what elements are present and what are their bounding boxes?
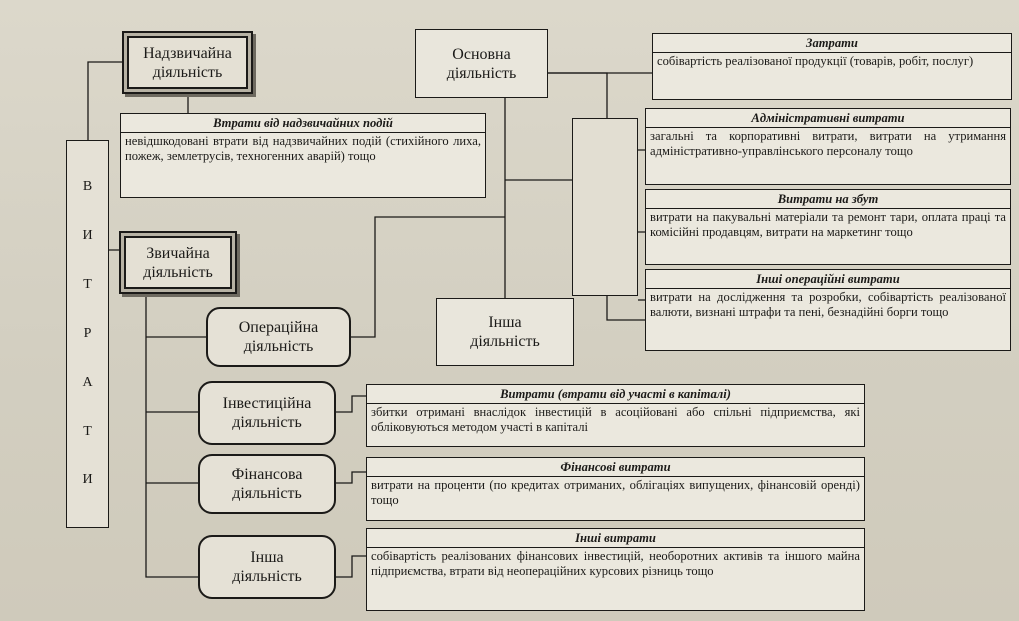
title-letter: И — [82, 472, 93, 488]
desc-title: Інші операційні витрати — [646, 270, 1010, 289]
desc-other-expenses: Інші витрати собівартість реалізованих ф… — [366, 528, 865, 611]
desc-text: невідшкодовані втрати від надзвичайних п… — [125, 134, 481, 163]
node-extraordinary-activity: Надзвичайна діяльність — [122, 31, 253, 94]
node-ordinary-activity: Звичайна діяльність — [119, 231, 237, 294]
node-label: Інша діяльність — [470, 314, 540, 350]
desc-text: збитки отримані внаслідок інвестицій в а… — [371, 405, 860, 434]
desc-text: витрати на пакувальні матеріали та ремон… — [650, 210, 1006, 239]
connector-column — [572, 118, 638, 296]
desc-title: Витрати на збут — [646, 190, 1010, 209]
desc-title: Адміністративні витрати — [646, 109, 1010, 128]
desc-title: Втрати від надзвичайних подій — [121, 114, 485, 133]
node-operating-activity: Операційна діяльність — [206, 307, 351, 367]
desc-title: Інші витрати — [367, 529, 864, 548]
node-label: Надзвичайна діяльність — [143, 44, 232, 81]
node-investment-activity: Інвестиційна діяльність — [198, 381, 336, 445]
node-main-activity: Основна діяльність — [415, 29, 548, 98]
node-label: Інвестиційна діяльність — [222, 395, 312, 431]
title-letter: И — [82, 228, 93, 244]
desc-equity-losses: Витрати (втрати від участі в капіталі) з… — [366, 384, 865, 447]
title-letter: А — [82, 374, 93, 390]
desc-title: Затрати — [653, 34, 1011, 53]
desc-financial-expenses: Фінансові витрати витрати на проценти (п… — [366, 457, 865, 521]
title-letter: Т — [83, 423, 92, 439]
desc-text: витрати на дослідження та розробки, собі… — [650, 290, 1006, 319]
title-letter: В — [82, 179, 93, 195]
desc-admin-expenses: Адміністративні витрати загальні та корп… — [645, 108, 1011, 185]
title-letter: Т — [83, 277, 92, 293]
node-label: Операційна діяльність — [238, 319, 319, 355]
desc-title: Витрати (втрати від участі в капіталі) — [367, 385, 864, 404]
node-label: Звичайна діяльність — [143, 244, 213, 281]
node-other-activity: Інша діяльність — [436, 298, 574, 366]
desc-text: витрати на проценти (по кредитах отриман… — [371, 478, 860, 507]
desc-text: собівартість реалізованих фінансових інв… — [371, 549, 860, 578]
desc-other-operating-expenses: Інші операційні витрати витрати на дослі… — [645, 269, 1011, 351]
vertical-title-box: В И Т Р А Т И — [66, 140, 109, 528]
node-financial-activity: Фінансова діяльність — [198, 454, 336, 514]
desc-extraordinary-losses: Втрати від надзвичайних подій невідшкодо… — [120, 113, 486, 198]
desc-text: загальні та корпоративні витрати, витрат… — [650, 129, 1006, 158]
desc-title: Фінансові витрати — [367, 458, 864, 477]
node-label: Фінансова діяльність — [231, 466, 303, 502]
node-other-sub-activity: Інша діяльність — [198, 535, 336, 599]
desc-sales-expenses: Витрати на збут витрати на пакувальні ма… — [645, 189, 1011, 265]
node-label: Основна діяльність — [446, 45, 517, 82]
node-label: Інша діяльність — [232, 549, 302, 585]
title-letter: Р — [83, 325, 92, 341]
desc-text: собівартість реалізованої продукції (тов… — [657, 54, 974, 68]
desc-costs: Затрати собівартість реалізованої продук… — [652, 33, 1012, 100]
